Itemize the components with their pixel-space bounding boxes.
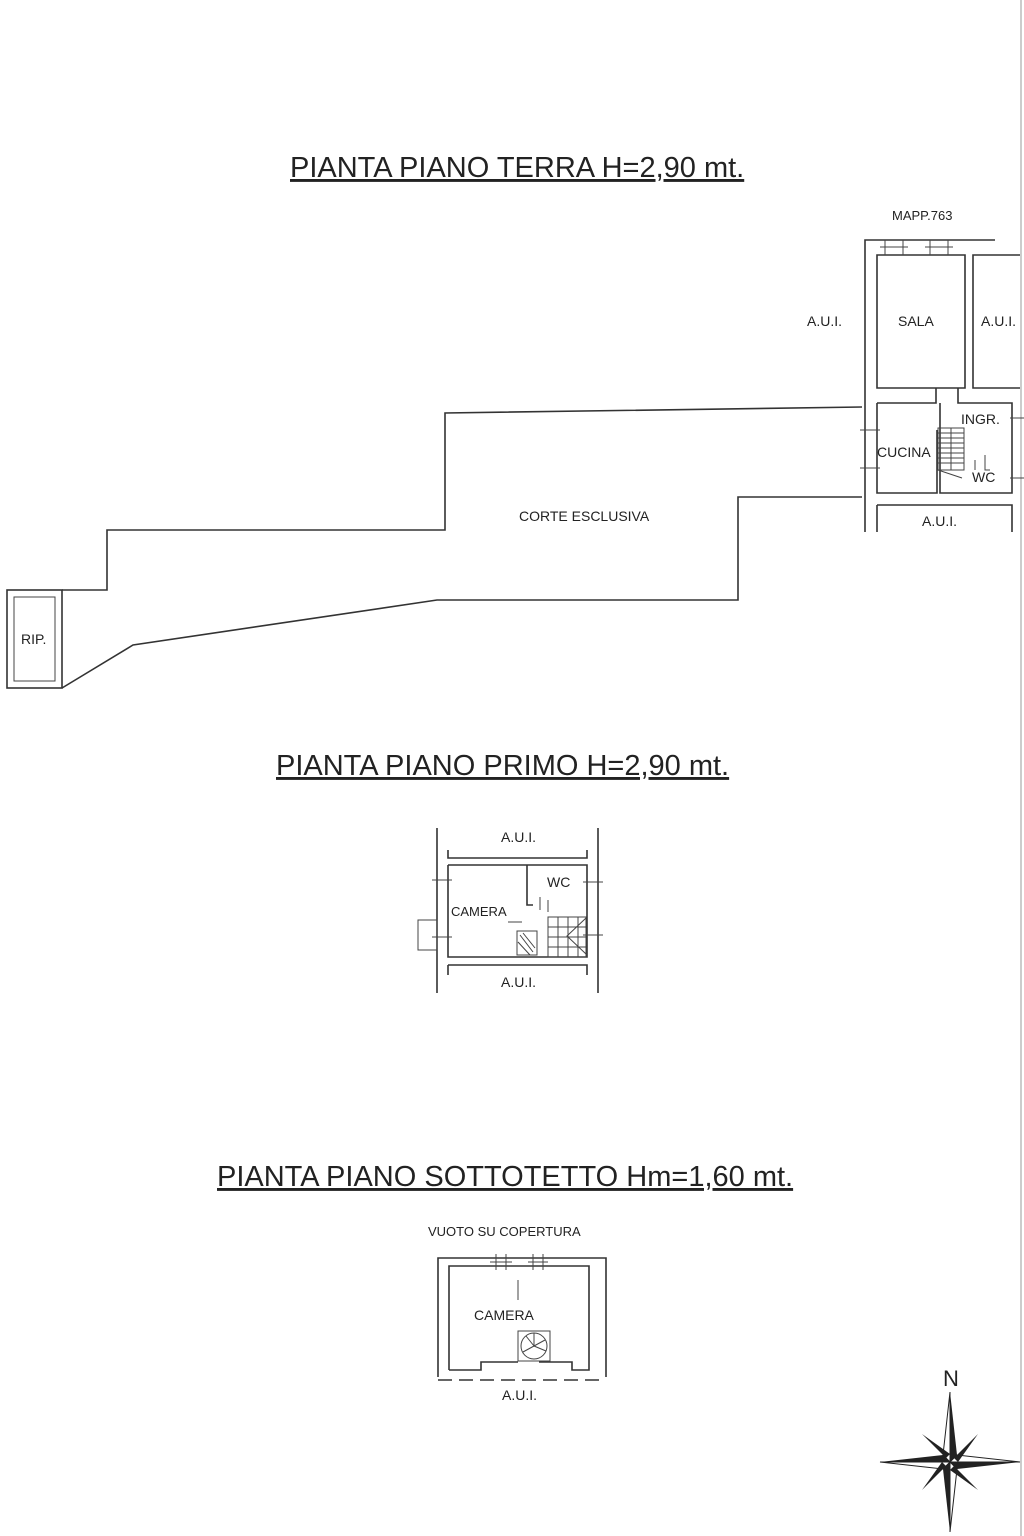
label-aui-top: A.U.I. (501, 829, 536, 845)
label-aui-bottom: A.U.I. (922, 513, 957, 529)
compass-rose-icon (879, 1391, 1021, 1533)
label-aui-right: A.U.I. (981, 313, 1016, 329)
label-aui-bottom: A.U.I. (502, 1387, 537, 1403)
label-cucina: CUCINA (877, 444, 931, 460)
label-camera: CAMERA (474, 1307, 535, 1323)
label-aui-left: A.U.I. (807, 313, 842, 329)
ground-floor-plan (6, 239, 1024, 689)
label-wc: WC (972, 469, 995, 485)
attic-floor-title: PIANTA PIANO SOTTOTETTO Hm=1,60 mt. (217, 1161, 793, 1193)
ground-floor-title: PIANTA PIANO TERRA H=2,90 mt. (290, 152, 744, 184)
label-rip: RIP. (21, 631, 46, 647)
ripostiglio (6, 589, 63, 689)
label-ingr: INGR. (961, 411, 1000, 427)
label-sala: SALA (898, 313, 934, 329)
label-aui-bottom: A.U.I. (501, 974, 536, 990)
first-floor-plan (417, 828, 603, 993)
attic-floor-plan (437, 1254, 607, 1381)
mapp-label: MAPP.763 (892, 208, 952, 223)
label-corte: CORTE ESCLUSIVA (519, 508, 650, 524)
label-wc: WC (547, 874, 570, 890)
label-vuoto: VUOTO SU COPERTURA (428, 1224, 581, 1239)
compass-north-label: N (943, 1366, 959, 1391)
label-camera: CAMERA (451, 904, 507, 919)
first-floor-title: PIANTA PIANO PRIMO H=2,90 mt. (276, 750, 729, 782)
